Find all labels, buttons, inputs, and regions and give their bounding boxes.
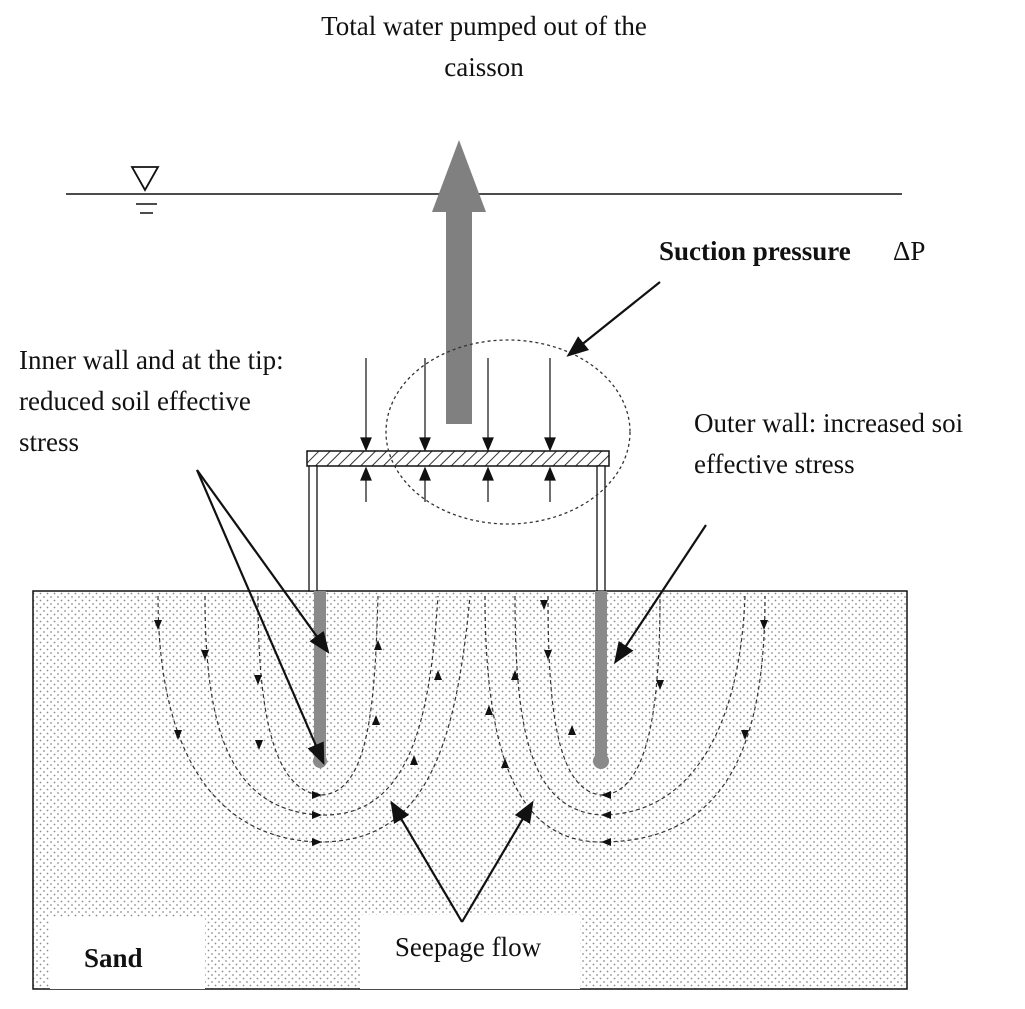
seepage-leader-left (390, 800, 463, 923)
seepage-flow-label: Seepage flow (395, 932, 542, 962)
outer-wall-label-line2: effective stress (694, 449, 855, 479)
delta-p-symbol: ΔP (893, 236, 925, 266)
pumped-water-label-line1: Total water pumped out of the (321, 11, 647, 41)
suction-arrows-up (360, 466, 556, 502)
flow-line-left-inner (257, 595, 379, 796)
suction-arrows-down (360, 358, 556, 452)
seepage-leader-right (461, 800, 534, 923)
leader-lines (195, 281, 707, 923)
outer-wall-label-line1: Outer wall: increased soi (694, 408, 963, 438)
sand-label: Sand (84, 943, 143, 973)
left-skirt-tip (313, 754, 327, 768)
sand-label-patch (50, 917, 205, 989)
outer-leader (613, 524, 707, 665)
inner-leader-wall (196, 469, 330, 654)
caisson-lid (306, 450, 610, 467)
caisson-right-wall (596, 465, 606, 592)
inner-leader-tip (195, 469, 325, 766)
pumped-water-arrow (432, 140, 486, 424)
right-skirt-embedded (595, 591, 607, 761)
inner-wall-label-line2: reduced soil effective (19, 386, 251, 416)
suction-leader (566, 281, 661, 357)
inner-wall-label-line1: Inner wall and at the tip: (19, 345, 284, 375)
left-skirt-embedded (314, 591, 326, 761)
flow-line-right-middle (514, 595, 746, 816)
flow-arrowheads (154, 600, 768, 846)
caisson-left-wall (308, 465, 318, 592)
pumped-water-label-line2: caisson (444, 52, 524, 82)
suction-pressure-label: Suction pressure (659, 236, 851, 266)
seepage-label-patch (360, 915, 580, 989)
water-level-icon (130, 166, 160, 214)
inner-wall-label-line3: stress (19, 427, 79, 457)
right-skirt-tip (593, 753, 609, 769)
suction-zone-ellipse (385, 339, 631, 525)
